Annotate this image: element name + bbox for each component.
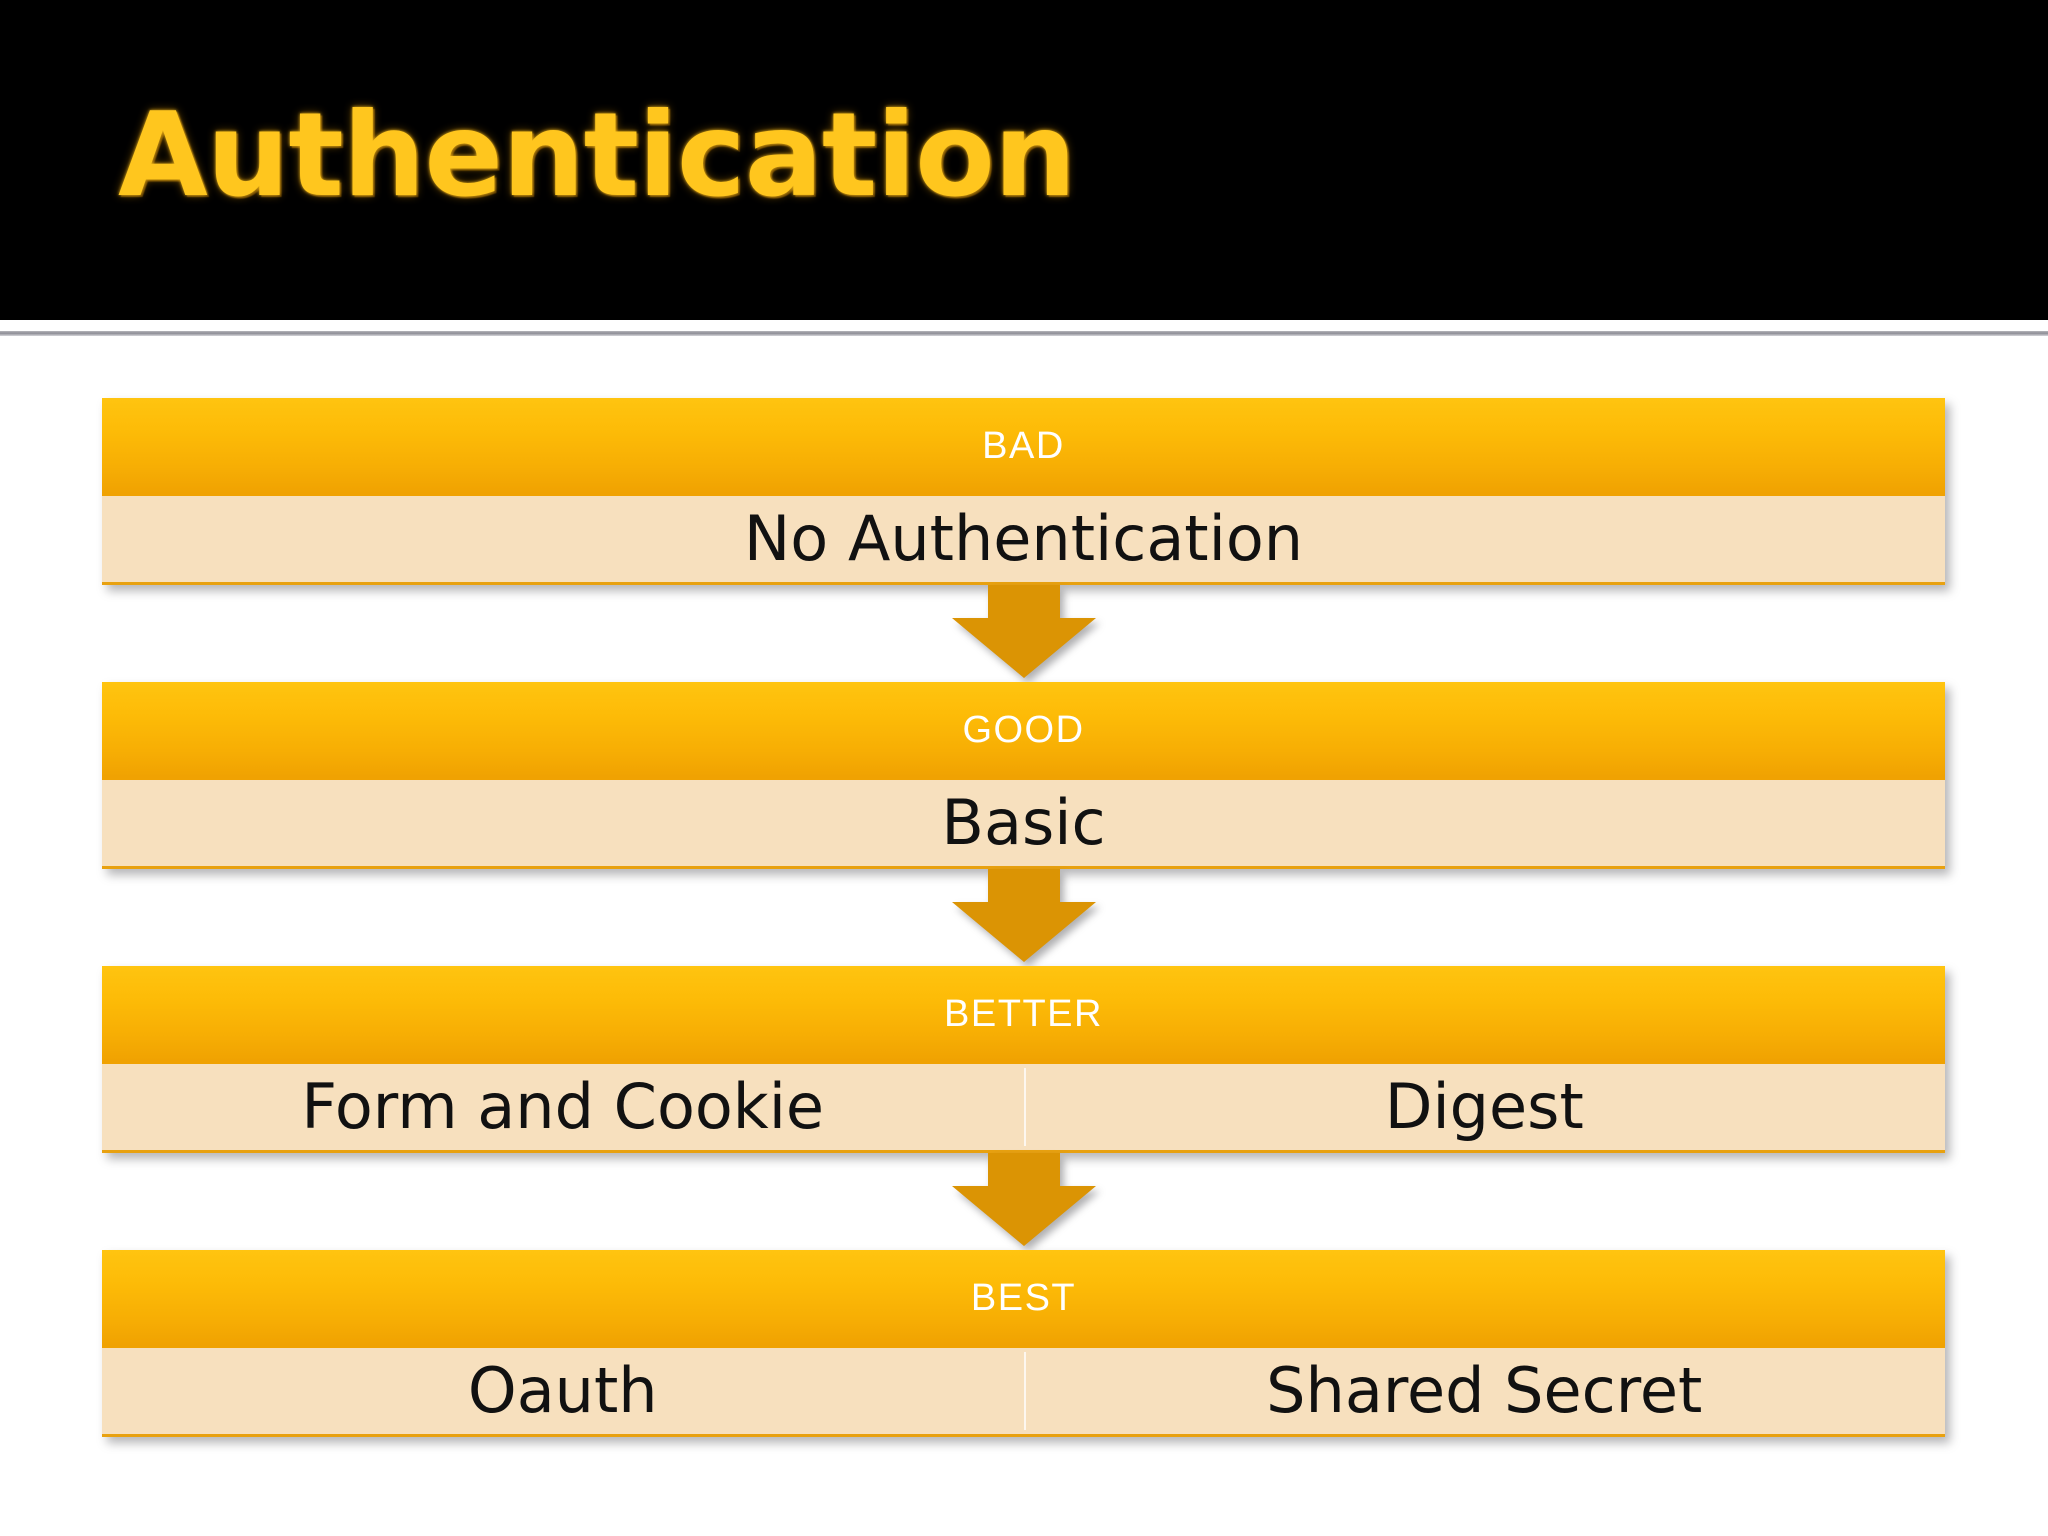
tier-body-best: Oauth Shared Secret bbox=[102, 1345, 1945, 1437]
tier-block-better[interactable]: BETTER Form and Cookie Digest bbox=[102, 966, 1945, 1153]
tier-item-oauth[interactable]: Oauth bbox=[467, 1354, 658, 1427]
tier-rank-label-best: BEST bbox=[970, 1276, 1077, 1319]
tier-item-form-and-cookie[interactable]: Form and Cookie bbox=[301, 1070, 825, 1143]
down-arrow-icon bbox=[952, 869, 1096, 962]
tier-body-bad: No Authentication bbox=[102, 493, 1945, 585]
banner-gap bbox=[0, 320, 2048, 331]
diagram-stage: BAD No Authentication GOOD Basic bbox=[0, 336, 2048, 1536]
tier-block-best[interactable]: BEST Oauth Shared Secret bbox=[102, 1250, 1945, 1437]
tier-item-digest[interactable]: Digest bbox=[1023, 1064, 1946, 1150]
title-banner: Authentication bbox=[0, 0, 2048, 320]
tier-block-bad[interactable]: BAD No Authentication bbox=[102, 398, 1945, 585]
tier-rank-label-better: BETTER bbox=[944, 992, 1103, 1035]
tier-body-better: Form and Cookie Digest bbox=[102, 1061, 1945, 1153]
tier-item-shared-secret[interactable]: Shared Secret bbox=[1023, 1348, 1946, 1434]
tier-header-good: GOOD bbox=[102, 682, 1945, 777]
tier-rank-label-good: GOOD bbox=[962, 708, 1085, 751]
tier-rank-label-bad: BAD bbox=[982, 424, 1065, 467]
tier-header-best: BEST bbox=[102, 1250, 1945, 1345]
down-arrow-icon bbox=[952, 585, 1096, 678]
tier-header-bad: BAD bbox=[102, 398, 1945, 493]
down-arrow-icon bbox=[952, 1153, 1096, 1246]
tier-item-basic[interactable]: Basic bbox=[941, 786, 1106, 859]
tier-header-better: BETTER bbox=[102, 966, 1945, 1061]
tier-block-good[interactable]: GOOD Basic bbox=[102, 682, 1945, 869]
tier-item-no-authentication[interactable]: No Authentication bbox=[743, 502, 1304, 575]
page-title: Authentication bbox=[118, 88, 1076, 223]
tier-body-good: Basic bbox=[102, 777, 1945, 869]
banner-divider-rule bbox=[0, 331, 2048, 336]
